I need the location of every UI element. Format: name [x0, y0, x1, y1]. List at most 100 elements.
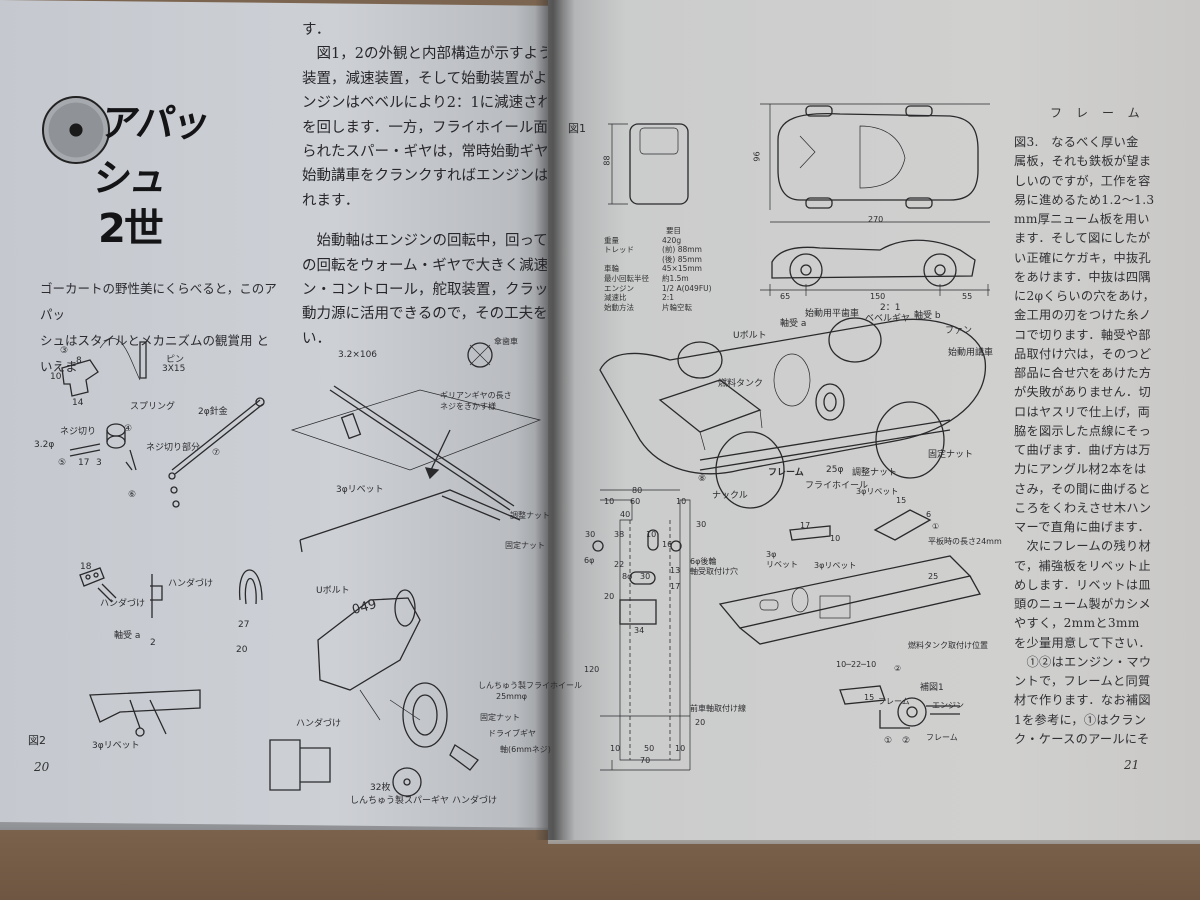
label: 3X15 [162, 364, 186, 374]
dim-label: 80 [632, 486, 643, 495]
label: 固定ナット [505, 541, 545, 550]
label: 32枚 [370, 783, 391, 793]
text-line: 1を参考に，①はクラン [1014, 712, 1147, 727]
label: 17 [800, 521, 811, 530]
intro-line: シュはスタイルとメカニズムの観賞用 といえま [40, 333, 269, 374]
label: ピン [166, 355, 185, 365]
label: フレーム [926, 733, 958, 742]
spec-value: (後) 85mm [662, 254, 702, 264]
label: 3.2φ [34, 440, 55, 450]
left-body-text: す． 図1，2の外観と内部構造が示すように 装置，減速装置，そして始動装置がよく… [302, 18, 547, 351]
label: ② [894, 664, 902, 673]
steering-parts-diagram [61, 338, 542, 797]
text-line: ます．そして図にしたが [1014, 231, 1151, 246]
label: 6φ後輪 [690, 557, 717, 566]
label: ④ [124, 424, 133, 434]
spec-key: エンジン [604, 283, 634, 293]
dim-label: 40 [620, 510, 631, 519]
label: ② [902, 736, 911, 746]
dim-label: 30 [696, 520, 707, 529]
page-number: 20 [34, 760, 50, 774]
label: フレーム [878, 697, 910, 706]
dim-label: 10 [610, 744, 621, 753]
spec-row: エンジン 1/2 A(049FU) [604, 284, 712, 294]
text-line: 金工用の刃をつけた糸ノ [1014, 308, 1152, 323]
label: 10─22─10 [836, 660, 877, 669]
dim-label: 38 [614, 530, 625, 539]
text-line: られたスパー・ギヤは，常時始動ギヤと噛 [302, 144, 547, 161]
spec-value: 1/2 A(049FU) [662, 283, 712, 293]
label: 3.2×106 [338, 350, 378, 360]
right-body-text: 図3. なるべく厚い金 属板，それも鉄板が望ま しいのですが，工作を容 易に進め… [1014, 133, 1155, 749]
text-line: い． [302, 330, 331, 347]
label: ⑦ [212, 448, 221, 458]
label: 18 [80, 562, 92, 572]
intro-text: ゴーカートの野性美にくらべると，このアパッ シュはスタイルとメカニズムの観賞用 … [40, 276, 280, 380]
text-line: 図1，2の外観と内部構造が示すように [302, 46, 547, 63]
text-line: を少量用意して下さい． [1014, 635, 1151, 650]
label: 3φリベット [856, 487, 899, 496]
label: ⑧ [698, 474, 707, 484]
dim-label: 16 [662, 540, 673, 549]
label: ⑤ [58, 458, 67, 468]
dim-label: 17 [670, 582, 681, 591]
text-line: い正確にケガキ，中抜孔 [1014, 250, 1151, 265]
spec-key: 最小回転半径 [604, 273, 649, 283]
page-number: 21 [1124, 758, 1140, 772]
label: スプリング [130, 402, 176, 412]
label: エンジン [932, 701, 964, 710]
dim-label: 6φ [584, 556, 595, 565]
spec-value: 2:1 [662, 293, 675, 303]
dim-label: 10 [675, 744, 686, 753]
label: 平板時の長さ24mm [928, 537, 1002, 546]
label: ハンダづけ [100, 599, 146, 609]
label: 10 [50, 372, 62, 382]
label: ベベルギヤ [865, 314, 911, 324]
label: 2φ針金 [198, 407, 228, 417]
label: 燃料タンク [718, 379, 764, 389]
label: 軸(6mmネジ) [500, 745, 551, 754]
spec-key: 減速比 [604, 293, 627, 303]
label: 3φリベット [814, 561, 857, 570]
label: フレーム [768, 468, 804, 478]
label: 17 [78, 458, 90, 468]
text-line: ころをくわえさせ木ハン [1014, 500, 1152, 515]
text-line: やすく，2mmと3mm [1014, 616, 1140, 631]
text-line: 図3. なるべく厚い金 [1014, 135, 1139, 149]
label: ハンダづけ [296, 719, 342, 729]
dim-label: 65 [780, 292, 791, 301]
text-line: て曲げます．曲げ方は万 [1014, 443, 1151, 457]
label: ① [932, 522, 940, 531]
label: 傘歯車 [494, 337, 518, 346]
text-line: で，補強板をリベット止 [1014, 558, 1151, 573]
dim-label: 34 [634, 626, 645, 635]
label: 始動用講車 [948, 348, 994, 358]
car-diagrams [592, 103, 990, 771]
spec-key: 始動方法 [604, 302, 634, 312]
label: ③ [60, 346, 69, 356]
label: 20 [236, 645, 248, 655]
dim-label: 10 [646, 530, 657, 539]
text-line: れます． [302, 192, 360, 209]
text-line: 力にアングル材2本をは [1014, 462, 1147, 477]
article-subtitle: 2世 [98, 206, 164, 252]
spec-row: 減速比 2:1 [604, 293, 712, 303]
dim-label: 13 [670, 566, 681, 575]
text-line: ンジンはベベルにより2：1に減速されて [302, 95, 547, 112]
label: しんちゅう製スパーギヤ [350, 796, 450, 806]
text-line: の回転をウォーム・ギヤで大きく減速し [302, 257, 547, 274]
text-line: をあけます．中抜は四隅 [1014, 269, 1151, 284]
text-line: マーで直角に曲げます． [1014, 520, 1151, 534]
label: 始動用平歯車 [805, 309, 860, 319]
text-line: 装置，減速装置，そして始動装置がよく [302, 70, 547, 87]
label: 3φ リベット [766, 550, 798, 569]
text-line: 動力源に活用できるので，その工夫を試み [302, 306, 547, 323]
label: 固定ナット [928, 450, 974, 460]
label: ドライブギヤ [488, 729, 536, 738]
text-line: が失敗がありません．切 [1014, 385, 1151, 400]
label: ファン [945, 326, 973, 336]
spec-key: トレッド [604, 245, 634, 255]
text-line: 易に進めるため1.2～1.3 [1014, 192, 1155, 207]
dim-label: 60 [630, 497, 641, 506]
